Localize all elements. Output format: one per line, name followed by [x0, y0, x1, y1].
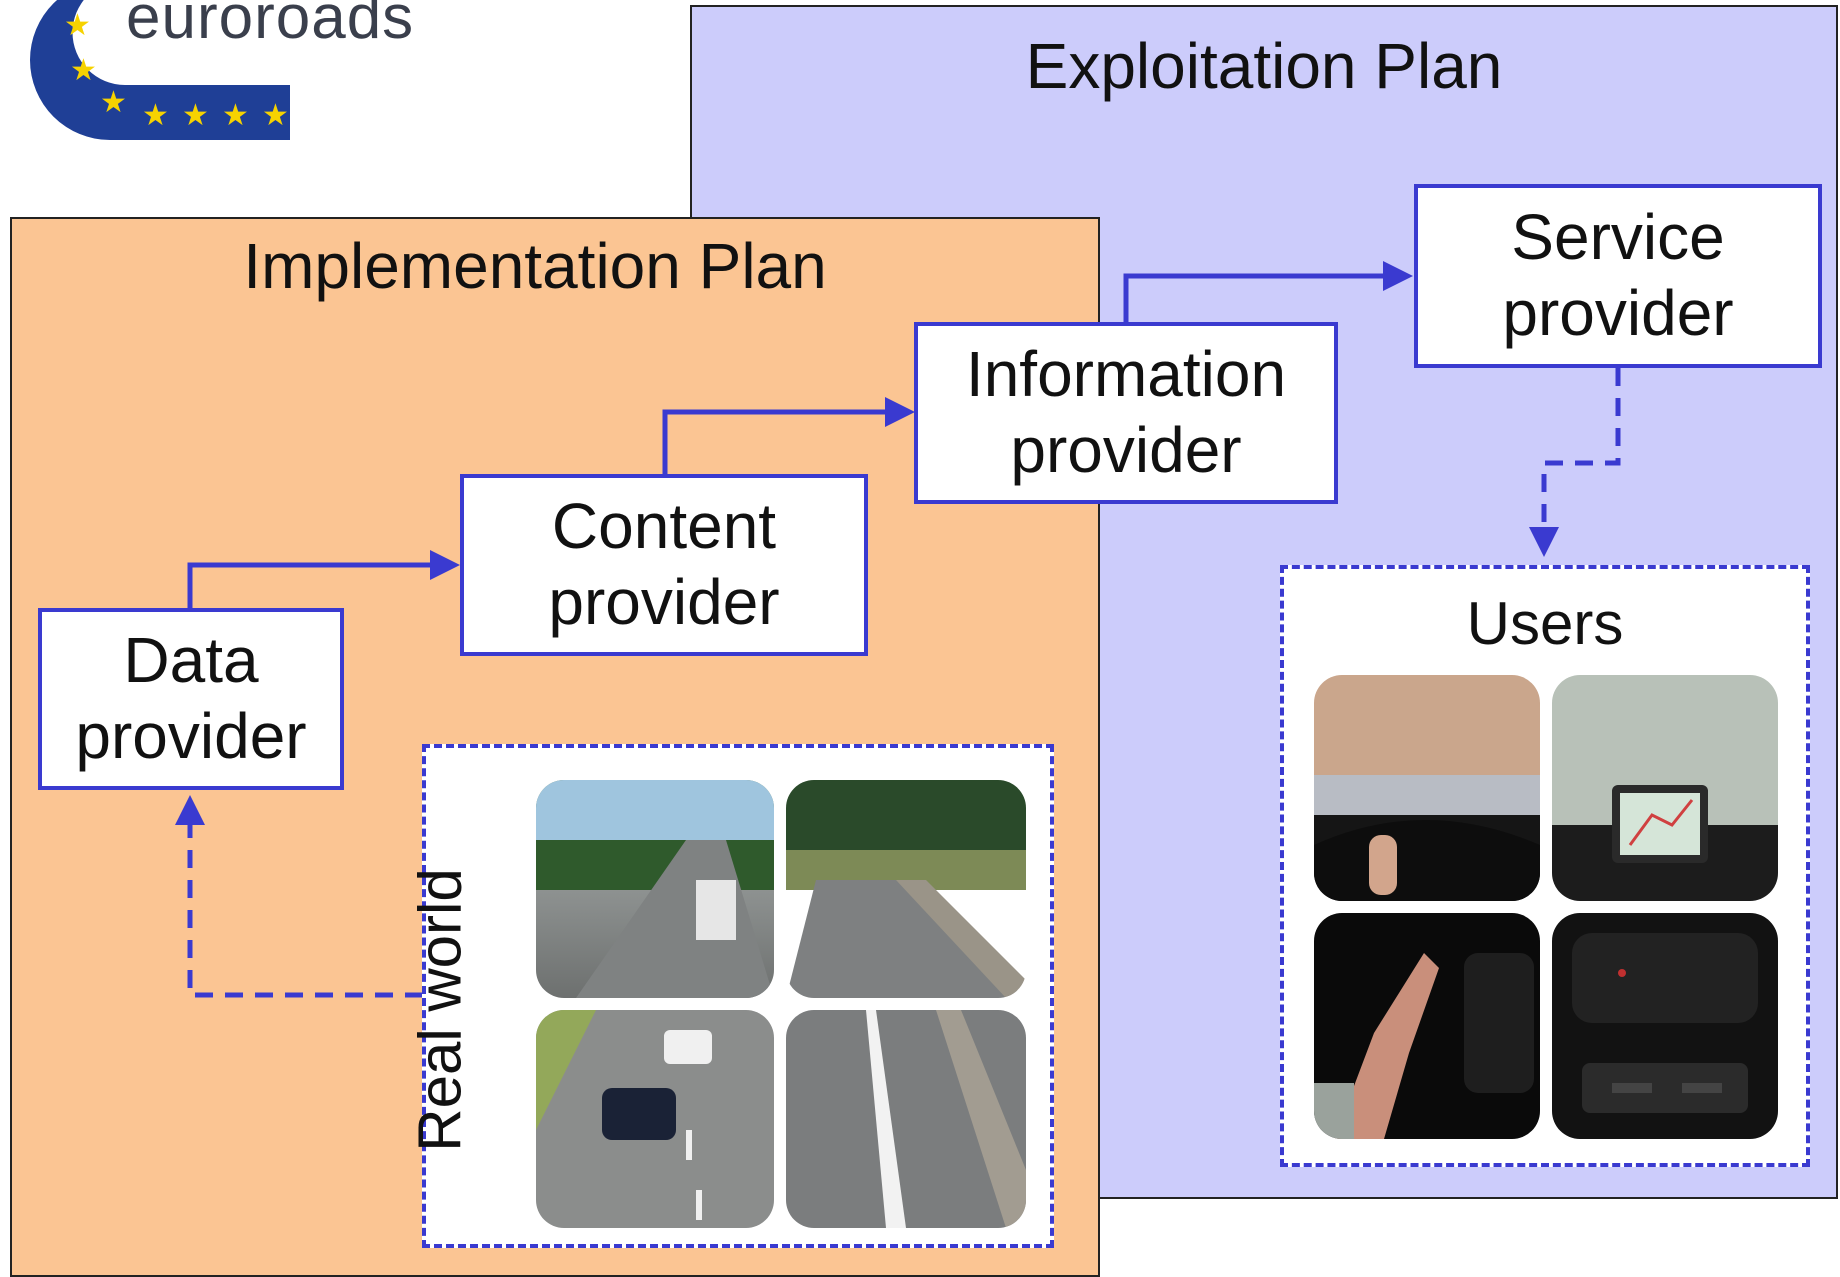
svg-text:★: ★ — [70, 53, 97, 88]
implementation-plan-title: Implementation Plan — [243, 230, 827, 302]
user-photo-navigation-illustration — [1552, 675, 1778, 901]
user-photo-console — [1552, 913, 1778, 1139]
service-provider-box: Service provider — [1414, 184, 1822, 368]
highway-photo-2-illustration — [786, 780, 1026, 998]
users-label: Users — [1466, 590, 1624, 657]
highway-photo-2 — [786, 780, 1026, 998]
real-world-label: Real world — [406, 868, 474, 1152]
highway-photo-4 — [786, 1010, 1026, 1228]
svg-text:★: ★ — [64, 8, 91, 43]
svg-text:★: ★ — [182, 98, 209, 133]
user-photo-dashboard — [1314, 675, 1540, 901]
arrow-data-to-content — [187, 550, 460, 608]
arrow-realworld-to-data — [175, 795, 423, 998]
arrow-information-to-service — [1123, 261, 1413, 322]
content-provider-box: Content provider — [460, 474, 868, 656]
svg-text:★: ★ — [222, 98, 249, 133]
user-photo-navigation — [1552, 675, 1778, 901]
highway-photo-1 — [536, 780, 774, 998]
user-photo-console-illustration — [1552, 913, 1778, 1139]
exploitation-plan-title: Exploitation Plan — [1025, 30, 1503, 102]
euroroads-logo: ★ ★ ★ ★ ★ ★ ★ euroroads — [30, 0, 500, 148]
data-provider-box: Data provider — [38, 608, 344, 790]
logo-text: euroroads — [126, 0, 415, 52]
arrow-content-to-information — [662, 397, 915, 474]
svg-text:★: ★ — [100, 85, 127, 120]
highway-photo-4-illustration — [786, 1010, 1026, 1228]
highway-photo-3 — [536, 1010, 774, 1228]
svg-text:★: ★ — [262, 98, 289, 133]
svg-text:★: ★ — [142, 98, 169, 133]
information-provider-box: Information provider — [914, 322, 1338, 504]
users-group: Users — [1280, 565, 1810, 1167]
logo-graphic: ★ ★ ★ ★ ★ ★ ★ — [30, 0, 290, 140]
user-photo-dashboard-illustration — [1314, 675, 1540, 901]
user-photo-hand-illustration — [1314, 913, 1540, 1139]
highway-photo-1-illustration — [536, 780, 774, 998]
arrow-service-to-users — [1529, 368, 1621, 557]
highway-photo-3-illustration — [536, 1010, 774, 1228]
real-world-group — [422, 744, 1054, 1248]
user-photo-hand — [1314, 913, 1540, 1139]
